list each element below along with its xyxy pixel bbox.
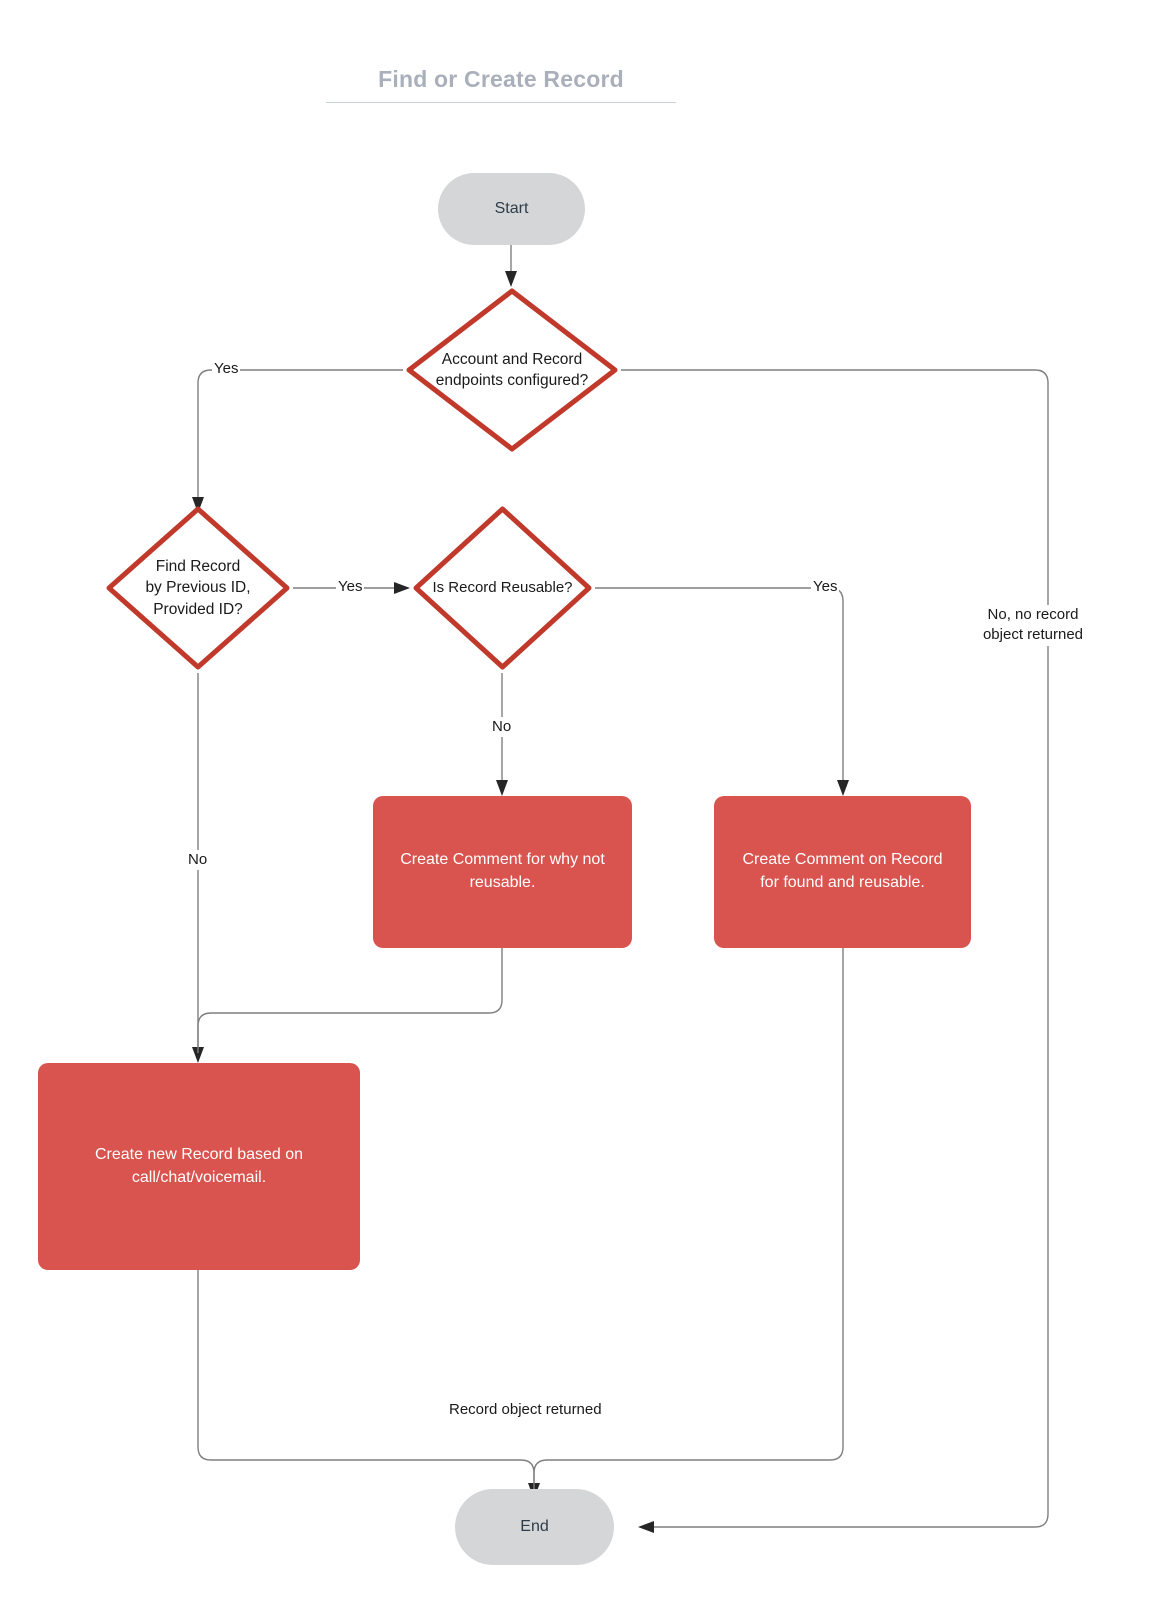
edge-comment-not-reusable-to-trunk xyxy=(197,948,503,1053)
edge-label-record-object-returned: Record object returned xyxy=(447,1400,604,1421)
node-start[interactable]: Start xyxy=(438,173,585,245)
edge-label-find-record-yes: Yes xyxy=(336,577,365,598)
page-title: Find or Create Record xyxy=(326,66,676,103)
edge-label-endpoints-no: No, no record object returned xyxy=(967,605,1099,646)
node-process-comment-found-reusable-label: Create Comment on Record for found and r… xyxy=(742,851,943,891)
node-decision-find-record[interactable]: Find Record by Previous ID, Provided ID? xyxy=(103,503,293,673)
node-process-comment-found-reusable[interactable]: Create Comment on Record for found and r… xyxy=(714,796,971,948)
edge-label-reusable-no: No xyxy=(490,717,514,738)
edge-endpoints-yes xyxy=(197,369,403,503)
node-process-create-new-record[interactable]: Create new Record based on call/chat/voi… xyxy=(38,1063,360,1270)
node-end[interactable]: End xyxy=(455,1489,614,1565)
edge-label-endpoints-yes: Yes xyxy=(212,359,241,380)
node-process-create-new-record-label: Create new Record based on call/chat/voi… xyxy=(94,1145,304,1186)
arrowhead-find-record-yes xyxy=(394,582,410,594)
edge-endpoints-no xyxy=(621,369,1049,1528)
arrowhead-find-record-no xyxy=(192,1047,204,1063)
node-end-label: End xyxy=(520,1518,549,1535)
arrowhead-start-to-endpoints xyxy=(505,271,517,287)
arrowhead-endpoints-yes xyxy=(192,497,204,513)
decision-find-record-shape xyxy=(106,506,290,670)
decision-reusable-shape xyxy=(413,506,592,670)
arrowhead-endpoints-no xyxy=(638,1521,654,1533)
node-process-comment-not-reusable[interactable]: Create Comment for why not reusable. xyxy=(373,796,632,948)
node-decision-reusable[interactable]: Is Record Reusable? xyxy=(410,503,595,673)
edge-reusable-yes xyxy=(595,587,844,786)
node-process-comment-not-reusable-label: Create Comment for why not reusable. xyxy=(400,851,605,891)
edge-create-record-to-end xyxy=(197,1270,535,1489)
edge-comment-found-to-end xyxy=(533,948,844,1489)
edge-label-find-record-no: No xyxy=(186,850,210,871)
arrowhead-reusable-yes xyxy=(837,780,849,796)
edge-label-reusable-yes: Yes xyxy=(811,577,840,598)
node-start-label: Start xyxy=(494,200,529,217)
arrowhead-reusable-no xyxy=(496,780,508,796)
node-decision-endpoints[interactable]: Account and Record endpoints configured? xyxy=(403,285,621,455)
decision-endpoints-shape xyxy=(406,288,618,452)
